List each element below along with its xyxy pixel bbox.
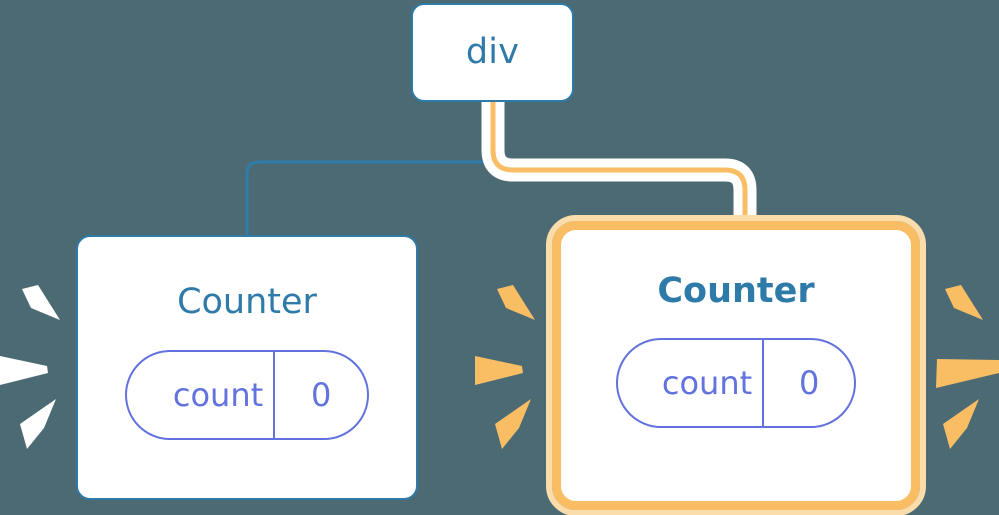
node-counter-left-label: Counter [177,282,317,322]
state-key: count [661,364,753,402]
state-key: count [172,376,264,414]
edge-div-to-counter-right [490,100,748,232]
state-pill-counter-left: count 0 [124,350,370,440]
node-counter-right-label: Counter [657,271,815,311]
state-value: 0 [273,352,367,438]
node-counter-right[interactable]: Counter count 0 [546,215,926,515]
state-value: 0 [762,340,854,426]
node-div[interactable]: div [411,3,574,102]
state-pill-counter-right: count 0 [615,338,857,428]
sparkle-right-outer [936,285,999,449]
node-counter-left[interactable]: Counter count 0 [76,235,418,500]
edge-div-to-counter-left [245,102,495,236]
sparkle-left-outer [0,285,60,449]
edge-div-to-counter-right-halo [481,100,757,232]
node-div-label: div [465,32,520,72]
sparkle-left-inner [475,285,535,449]
